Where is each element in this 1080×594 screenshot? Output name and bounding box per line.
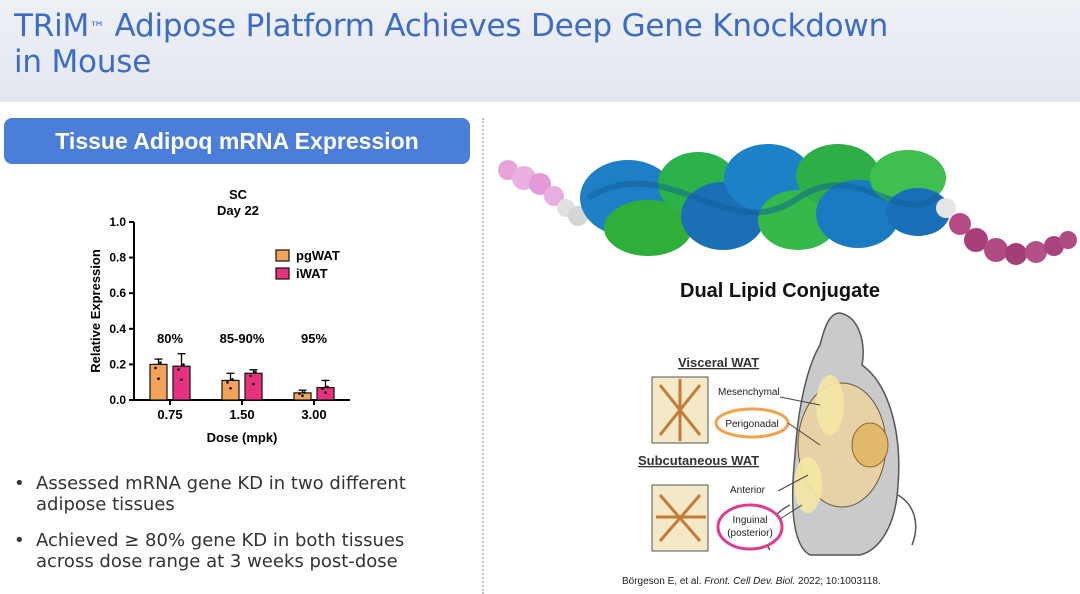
pink-lipid-tail xyxy=(498,160,588,226)
data-point xyxy=(301,394,304,398)
bullet-1-line2: adipose tissues xyxy=(36,494,175,515)
data-point xyxy=(324,391,327,394)
legend-swatch-pgWAT xyxy=(275,249,290,262)
data-point xyxy=(154,366,157,370)
subcutaneous-group: Subcutaneous WAT Anterior Inguinal (post… xyxy=(638,453,809,552)
title-trim: TRiM xyxy=(14,8,90,44)
inguinal-label: Inguinal xyxy=(732,515,767,526)
y-tick-label: 1.0 xyxy=(109,215,126,229)
chart-title: SC xyxy=(229,187,248,202)
bar-pgWAT xyxy=(221,379,240,401)
x-tick-label: 1.50 xyxy=(229,407,254,422)
subcutaneous-wat-label: Subcutaneous WAT xyxy=(638,453,759,468)
data-point xyxy=(303,391,306,394)
data-point xyxy=(180,378,183,382)
protein-structure-image xyxy=(498,144,1077,265)
data-point xyxy=(182,363,185,366)
citation-details: 2022; 10:1003118. xyxy=(795,576,881,587)
data-point xyxy=(252,382,255,386)
helix-body xyxy=(580,144,950,256)
kd-annotation: 95% xyxy=(301,331,327,346)
mesenchymal-label: Mesenchymal xyxy=(718,387,780,398)
y-tick-label: 0.4 xyxy=(109,322,126,336)
figure-caption-title: Dual Lipid Conjugate xyxy=(680,280,880,302)
citation-authors: Börgeson E, et al. xyxy=(622,576,705,587)
kd-annotation: 85-90% xyxy=(220,331,265,346)
data-point xyxy=(231,378,234,381)
title-line2: in Mouse xyxy=(14,44,152,80)
panel-banner: Tissue Adipoq mRNA Expression xyxy=(4,118,470,164)
bar-iWAT xyxy=(172,365,191,401)
legend-label-iWAT: iWAT xyxy=(296,266,328,281)
visceral-wat-label: Visceral WAT xyxy=(678,355,759,370)
data-point xyxy=(326,385,329,389)
trademark: ™ xyxy=(89,18,105,37)
y-tick-label: 0.0 xyxy=(109,393,126,407)
x-tick-label: 0.75 xyxy=(157,407,182,422)
mouse-body xyxy=(765,312,917,556)
anterior-label: Anterior xyxy=(730,485,766,496)
legend-swatch-iWAT xyxy=(275,267,290,280)
bullet-1-line1: Assessed mRNA gene KD in two different xyxy=(36,473,406,494)
title-rest: Adipose Platform Achieves Deep Gene Knoc… xyxy=(104,8,889,44)
posterior-label: (posterior) xyxy=(727,528,773,539)
title-bar xyxy=(0,0,1080,102)
mouse-anatomy-illustration: Visceral WAT Mesenchymal Perigonadal Sub… xyxy=(638,312,917,556)
perigonadal-label: Perigonadal xyxy=(725,419,778,430)
legend-label-pgWAT: pgWAT xyxy=(296,248,340,263)
data-point xyxy=(157,377,160,380)
y-tick-label: 0.6 xyxy=(109,286,126,300)
citation-journal: Front. Cell Dev. Biol. xyxy=(704,576,796,587)
bullet-dot: • xyxy=(14,530,25,551)
data-point xyxy=(298,392,301,395)
page-title: TRiM™ Adipose Platform Achieves Deep Gen… xyxy=(14,8,1014,80)
data-point xyxy=(321,387,324,391)
data-point xyxy=(254,370,257,374)
data-point xyxy=(159,361,162,364)
data-point xyxy=(229,386,232,390)
magenta-lipid-tail xyxy=(936,198,1077,265)
bullet-2-line1: Achieved ≥ 80% gene KD in both tissues xyxy=(36,530,405,551)
chart-subtitle: Day 22 xyxy=(217,203,259,218)
bar-iWAT xyxy=(244,372,263,401)
inguinal-circle xyxy=(716,503,784,551)
data-point xyxy=(177,368,180,371)
x-tick-label: 3.00 xyxy=(301,407,326,422)
data-point xyxy=(226,381,229,384)
citation: Börgeson E, et al. Front. Cell Dev. Biol… xyxy=(622,576,881,587)
x-axis-label: Dose (mpk) xyxy=(207,430,278,445)
column-divider xyxy=(482,118,484,594)
kd-annotation: 80% xyxy=(157,331,183,346)
y-tick-label: 0.2 xyxy=(109,357,126,371)
data-point xyxy=(249,374,252,378)
bullet-dot: • xyxy=(14,473,25,494)
visceral-group: Visceral WAT Mesenchymal Perigonadal xyxy=(651,355,821,446)
y-axis-label: Relative Expression xyxy=(88,249,103,373)
y-tick-label: 0.8 xyxy=(109,251,126,265)
bar-pgWAT xyxy=(149,363,168,401)
bullet-2-line2: across dose range at 3 weeks post-dose xyxy=(36,551,398,572)
